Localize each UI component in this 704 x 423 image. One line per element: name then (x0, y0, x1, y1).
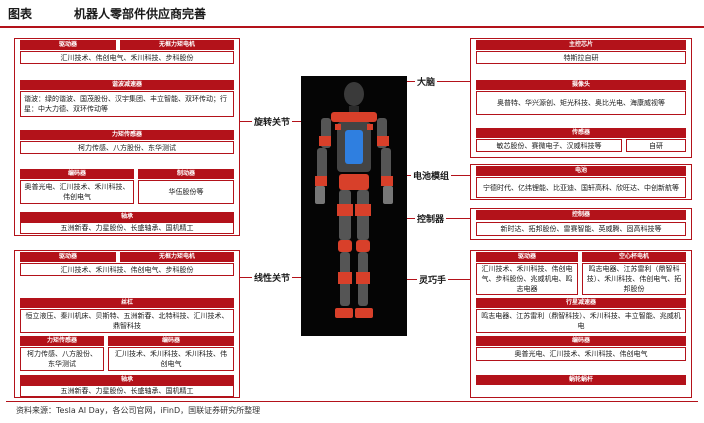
robot-image (301, 76, 407, 336)
brain-chip-header: 主控芯片 (476, 40, 686, 50)
hand-planet-list: 鸣志电器、江苏雷利（鼎智科技）、禾川科技、丰立智能、兆威机电 (476, 309, 686, 333)
robot-illustration (315, 82, 393, 318)
hand-encoder-header: 编码器 (476, 336, 686, 346)
linear-screw-header: 丝杠 (20, 298, 234, 308)
controller-group-frame (470, 208, 692, 240)
rotary-brake-list: 华伍股份等 (138, 180, 234, 204)
rotary-drive-motor-list: 汇川技术、伟创电气、禾川科技、步科股份 (20, 51, 234, 64)
linear-screw-list: 恒立液压、秦川机床、贝斯特、五洲新春、北特科技、汇川技术、鼎智科技 (20, 309, 234, 333)
linear-force-list: 柯力传感、八方股份、东华测试 (20, 347, 104, 371)
hand-worm-header: 蜗轮蜗杆 (476, 375, 686, 385)
brain-self-developed: 自研 (626, 139, 686, 152)
brain-camera-header: 摄像头 (476, 80, 686, 90)
footer-rule (6, 401, 698, 402)
figure-label: 图表 (8, 7, 33, 21)
hand-label: 灵巧手 (417, 273, 449, 286)
rotary-drive-header: 驱动器 (20, 40, 116, 50)
hand-cup-motor-header: 空心杯电机 (582, 252, 686, 262)
linear-drive-motor-list: 汇川技术、禾川科技、伟创电气、步科股份 (20, 263, 234, 276)
rotary-encoder-header: 编码器 (20, 169, 134, 179)
linear-motor-header: 无框力矩电机 (120, 252, 234, 262)
rotary-harmonic-header: 谐波减速器 (20, 80, 234, 90)
rotary-brake-header: 制动器 (138, 169, 234, 179)
brain-group-frame (470, 38, 692, 158)
rotary-joint-label: 旋转关节 (252, 115, 293, 128)
linear-group-frame (14, 250, 240, 398)
linear-encoder-list: 汇川技术、禾川科技、禾川科技、伟创电气 (108, 347, 234, 371)
rotary-encoder-list: 奥普光电、汇川技术、禾川科技、伟创电气 (20, 180, 134, 204)
rotary-motor-header: 无框力矩电机 (120, 40, 234, 50)
battery-label: 电池模组 (411, 169, 452, 182)
rotary-group-frame (14, 38, 240, 236)
battery-list: 宁德时代、亿纬锂能、比亚迪、国轩高科、欣旺达、中创新航等 (476, 177, 686, 198)
brain-camera-list: 奥普特、华兴源创、矩光科技、奥比光电、海康威视等 (476, 91, 686, 115)
brain-label: 大脑 (415, 75, 438, 88)
source-note: 资料来源：Tesla AI Day，各公司官网，iFinD，国联证券研究所整理 (16, 406, 261, 415)
hand-encoder-list: 奥普光电、汇川技术、禾川科技、伟创电气 (476, 347, 686, 361)
brain-sensor-header: 传感器 (476, 128, 686, 138)
controller-label: 控制器 (415, 212, 447, 225)
linear-force-header: 力矩传感器 (20, 336, 104, 346)
rotary-bearing-list: 五洲新春、力星股份、长盛轴承、国机精工 (20, 222, 234, 234)
hand-group-frame (470, 250, 692, 398)
linear-bearing-list: 五洲新春、力星股份、长盛轴承、国机精工 (20, 385, 234, 397)
hand-drive-list: 汇川技术、禾川科技、伟创电气、步科股份、兆威机电、鸣志电器 (476, 263, 578, 295)
figure-title: 机器人零部件供应商完善 (74, 7, 207, 21)
controller-header: 控制器 (476, 210, 686, 220)
brain-chip-list: 特斯拉自研 (476, 51, 686, 64)
rotary-harmonic-list: 谐波：绿的谐波、国茂股份、汉宇集团、丰立智能、双环传动；行星：中大力德、双环传动… (20, 91, 234, 117)
hand-drive-header: 驱动器 (476, 252, 578, 262)
brain-connector (407, 81, 470, 82)
hand-planet-header: 行星减速器 (476, 298, 686, 308)
linear-encoder-header: 编码器 (108, 336, 234, 346)
brain-sensor-list: 敏芯股份、赛微电子、汉威科技等 (476, 139, 622, 152)
title-bar: 图表 机器人零部件供应商完善 (0, 0, 704, 28)
battery-header: 电池 (476, 166, 686, 176)
hand-cup-motor-list: 鸣志电器、江苏雷利（鼎智科技）、禾川科技、伟创电气、拓邦股份 (582, 263, 686, 295)
controller-list: 新时达、拓邦股份、雷赛智能、英威腾、固高科技等 (476, 222, 686, 236)
linear-bearing-header: 轴承 (20, 375, 234, 385)
battery-group-frame (470, 164, 692, 200)
linear-joint-label: 线性关节 (252, 271, 293, 284)
rotary-torque-list: 柯力传感、八方股份、东华测试 (20, 141, 234, 154)
rotary-torque-header: 力矩传感器 (20, 130, 234, 140)
linear-drive-header: 驱动器 (20, 252, 116, 262)
rotary-bearing-header: 轴承 (20, 212, 234, 222)
